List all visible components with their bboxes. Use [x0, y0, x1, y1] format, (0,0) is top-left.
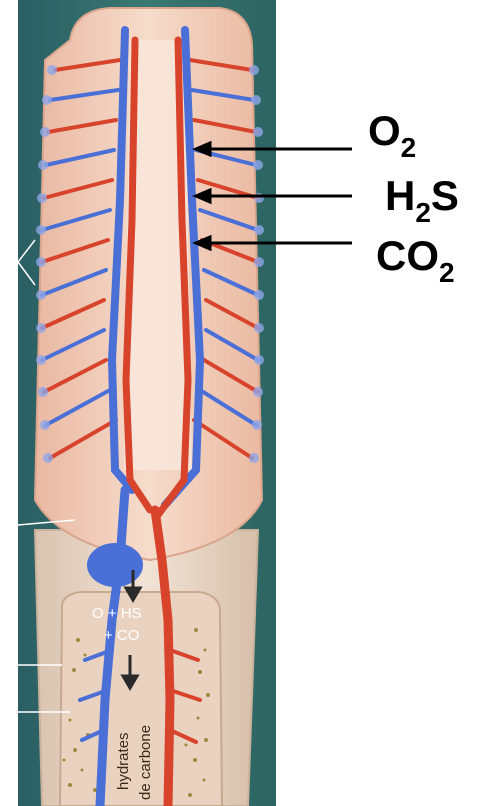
co2-label: CO2 [376, 232, 455, 288]
reaction-label-1: O + HS [92, 605, 142, 622]
h2s-label: H2S [385, 172, 459, 228]
reaction-label-2: + CO [104, 627, 139, 644]
vertical-label-carbone: de carbone [137, 725, 154, 800]
o2-label: O2 [368, 107, 416, 163]
heart-bulge [87, 543, 143, 587]
vertical-label-hydrates: hydrates [115, 732, 132, 790]
